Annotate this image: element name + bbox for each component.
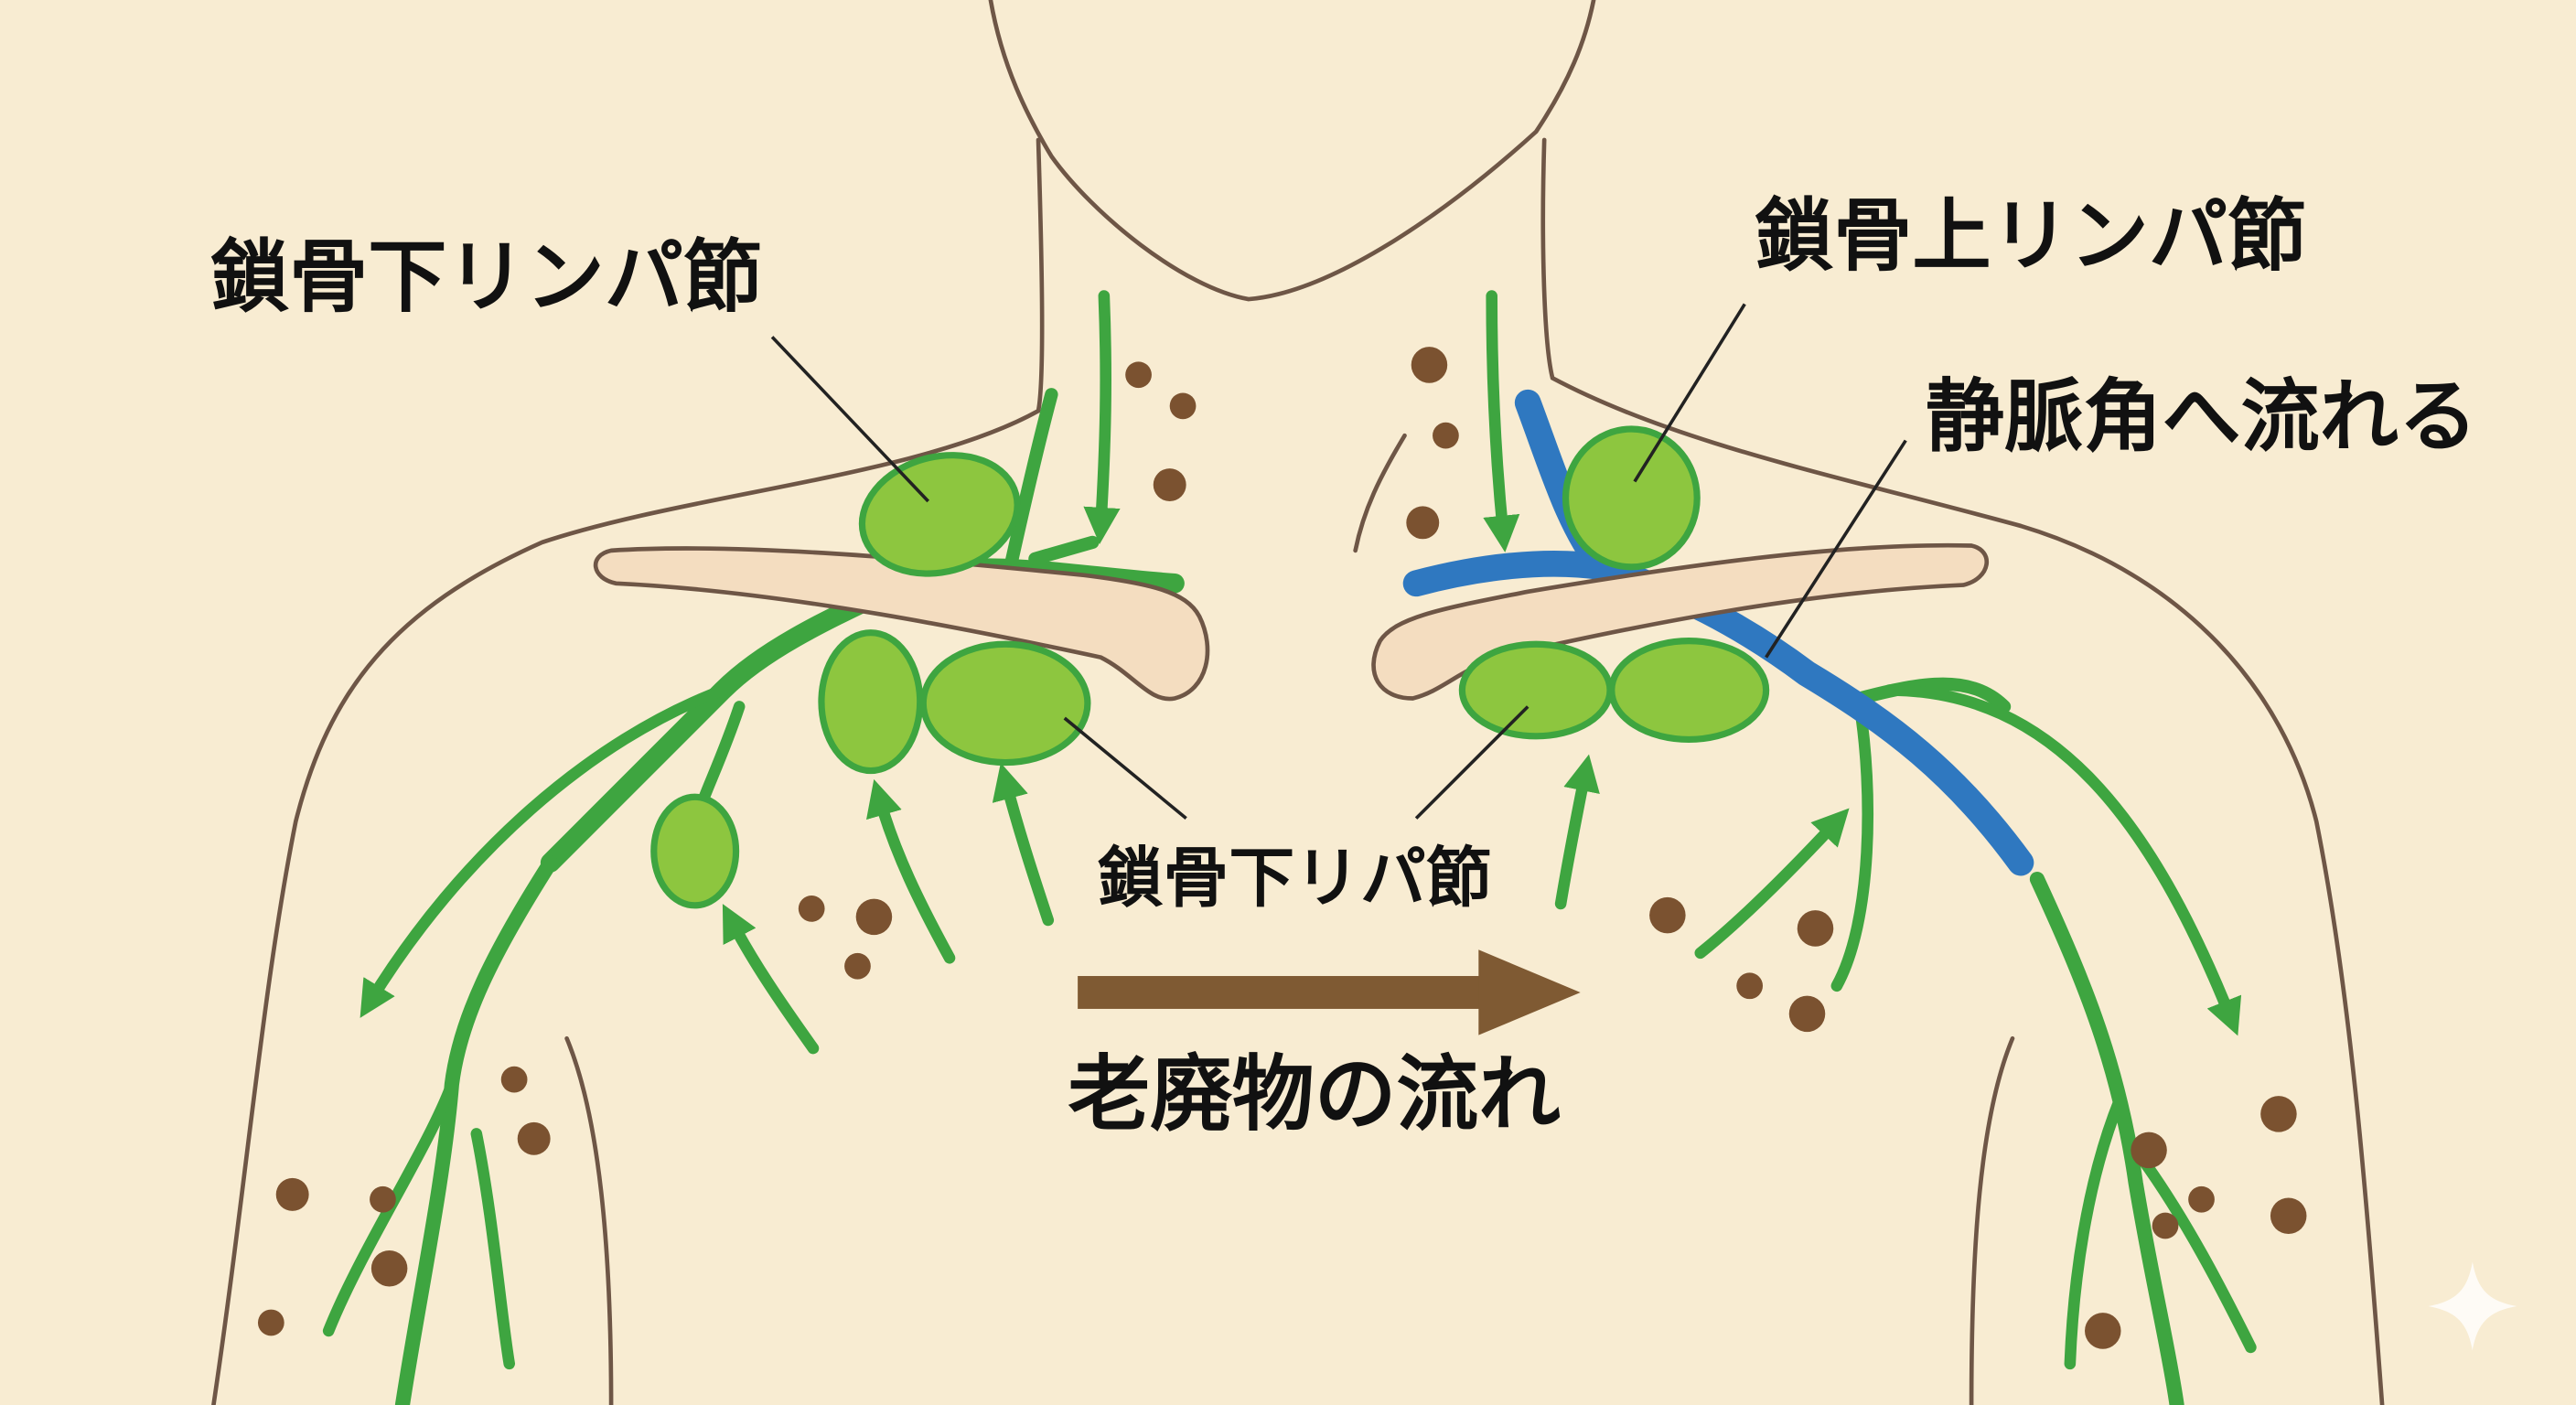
label-infraclavicular-top: 鎖骨下リンパ節 (210, 231, 762, 323)
right-clavicle (1371, 542, 1989, 701)
leader-lines (770, 303, 1907, 820)
label-supraclavicular: 鎖骨上リンパ節 (1755, 191, 2306, 283)
lymph-vessels-right (1483, 290, 2257, 1405)
body-outline (211, 0, 2385, 1405)
lymph-vessels-left (322, 290, 1185, 1405)
sparkle-icon (2428, 1261, 2517, 1351)
label-waste-flow: 老廃物の流れ (1068, 1047, 1561, 1142)
waste-flow-arrow (1078, 949, 1581, 1035)
waste-particles (257, 347, 2307, 1349)
label-venous-angle: 静脈角へ流れる (1926, 371, 2477, 463)
label-infraclavicular-center: 鎖骨下リパ節 (1098, 839, 1492, 916)
lymph-nodes (650, 425, 1770, 909)
